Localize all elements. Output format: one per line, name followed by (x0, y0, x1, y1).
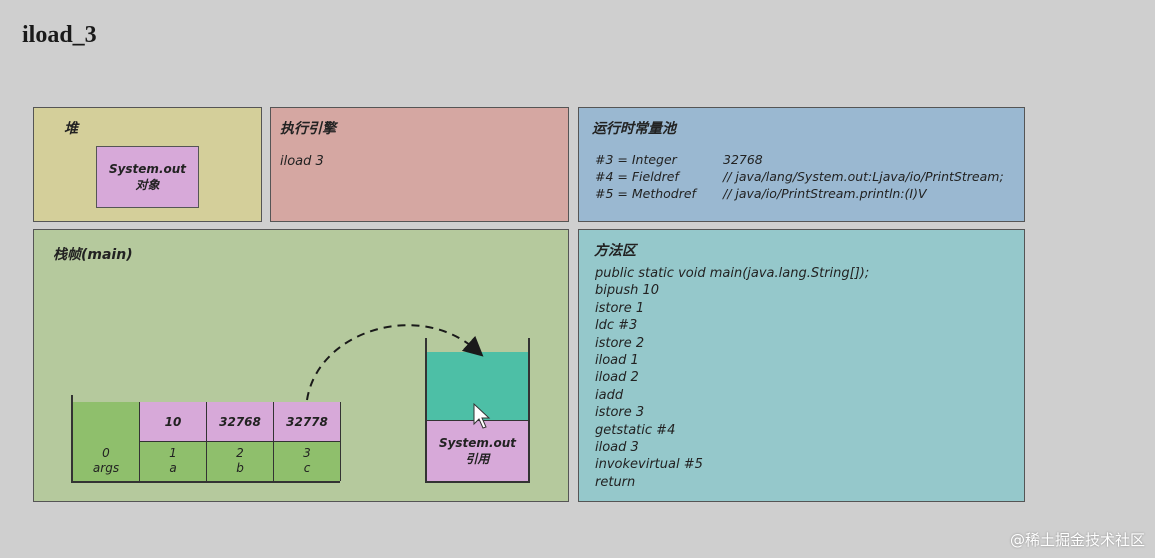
local-var-index: 3 (303, 446, 311, 460)
bytecode-line: public static void main(java.lang.String… (595, 266, 870, 281)
local-var-index: 1 (169, 446, 177, 460)
pool-entry-value: // java/lang/System.out:Ljava/io/PrintSt… (723, 169, 1004, 184)
pool-entry: #5 = Methodref // java/io/PrintStream.pr… (595, 186, 927, 201)
operand-stack-entry-kind: 引用 (465, 452, 490, 466)
bytecode-list: public static void main(java.lang.String… (595, 265, 869, 491)
heap-object-system-out: System.out 对象 (96, 146, 199, 208)
local-var-name: args (92, 461, 120, 475)
local-var-value: 32768 (207, 402, 273, 442)
heap-title: 堆 (64, 121, 78, 137)
engine-title: 执行引擎 (280, 121, 336, 137)
pool-entry-ref: #5 = Methodref (595, 186, 696, 201)
local-var-name: a (169, 461, 177, 475)
constant-pool-panel: 运行时常量池 #3 = Integer 32768 #4 = Fieldref … (578, 107, 1025, 222)
local-var-slot-3: 32778 3 c (274, 402, 341, 481)
heap-object-name: System.out (108, 162, 187, 176)
current-instruction: iload 3 (280, 154, 324, 169)
bytecode-line: return (595, 474, 636, 490)
operand-stack-left-wall (425, 338, 427, 483)
operand-stack-top-slot (427, 352, 528, 420)
bytecode-line: istore 1 (595, 300, 645, 316)
local-vars-base (71, 481, 340, 483)
pool-entry-value: 32768 (723, 152, 763, 167)
local-var-label: 3 c (274, 441, 340, 481)
pool-entry: #3 = Integer 32768 (595, 152, 763, 167)
local-var-slot-0: 0 args (73, 402, 140, 481)
operand-stack-base (425, 481, 530, 483)
bytecode-line: invokevirtual #5 (595, 457, 703, 473)
local-var-slot-2: 32768 2 b (207, 402, 274, 481)
local-var-label: 0 args (73, 441, 139, 481)
local-var-index: 0 (102, 446, 110, 460)
stack-frame-title: 栈帧(main) (53, 247, 133, 263)
bytecode-line: getstatic #4 (595, 422, 676, 438)
bytecode-line: iload 1 (595, 353, 639, 369)
bytecode-line: istore 3 (595, 405, 645, 421)
bytecode-line: bipush 10 (595, 283, 660, 299)
bytecode-line: iload 2 (595, 370, 639, 386)
heap-object-kind: 对象 (135, 178, 160, 192)
local-vars-left-border (71, 395, 73, 483)
method-area-panel: 方法区 public static void main(java.lang.St… (578, 229, 1025, 502)
local-var-label: 2 b (207, 441, 273, 481)
bytecode-line: ldc #3 (595, 318, 638, 334)
operand-stack-entry: System.out 引用 (427, 420, 528, 481)
local-var-label: 1 a (140, 441, 206, 481)
bytecode-line: iload 3 (595, 440, 639, 456)
local-var-slot-1: 10 1 a (140, 402, 207, 481)
bytecode-line: iadd (595, 387, 624, 403)
heap-panel: 堆 System.out 对象 (33, 107, 262, 222)
local-var-name: b (236, 461, 244, 475)
pool-entry: #4 = Fieldref // java/lang/System.out:Lj… (595, 169, 1004, 184)
bytecode-line: istore 2 (595, 335, 645, 351)
page-title: iload_3 (22, 22, 97, 48)
pool-entry-ref: #4 = Fieldref (595, 169, 679, 184)
local-var-value: 10 (140, 402, 206, 442)
execution-engine-panel: 执行引擎 iload 3 (270, 107, 569, 222)
pool-entry-ref: #3 = Integer (595, 152, 677, 167)
constant-pool-title: 运行时常量池 (592, 121, 676, 137)
operand-stack-entry-name: System.out (438, 436, 517, 450)
method-area-title: 方法区 (594, 243, 636, 259)
local-var-name: c (303, 461, 311, 475)
local-var-index: 2 (236, 446, 244, 460)
local-var-value: 32778 (274, 402, 340, 442)
watermark: @稀土掘金技术社区 (1009, 531, 1145, 549)
operand-stack-right-wall (528, 338, 530, 483)
pool-entry-value: // java/io/PrintStream.println:(I)V (723, 186, 927, 201)
